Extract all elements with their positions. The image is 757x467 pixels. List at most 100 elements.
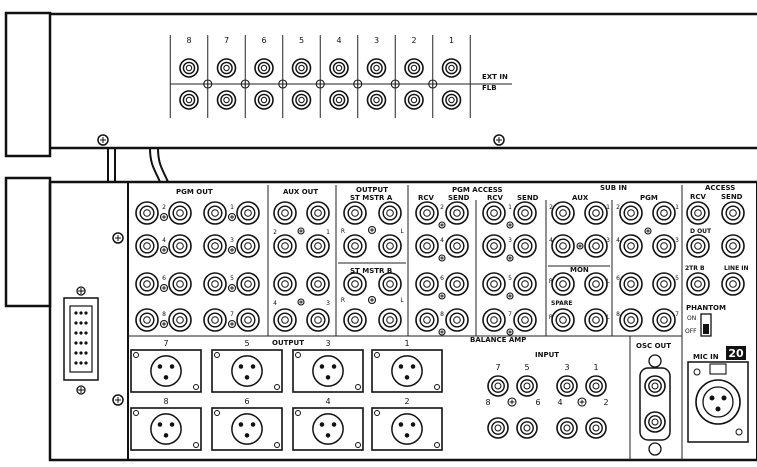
d-out-jack[interactable] — [686, 234, 710, 258]
xlr-output-connector[interactable] — [211, 349, 283, 393]
pgm-access-jack[interactable] — [415, 308, 439, 332]
input-jack[interactable] — [516, 375, 538, 397]
input-jack[interactable] — [556, 375, 578, 397]
pgm-out-jack[interactable] — [135, 201, 159, 225]
aux-out-jack[interactable] — [273, 234, 297, 258]
aux-out-jack[interactable] — [306, 234, 330, 258]
aux-out-jack[interactable] — [273, 308, 297, 332]
sub-in-aux-jack[interactable] — [551, 201, 575, 225]
st-mstr-jack[interactable] — [343, 234, 367, 258]
input-jack[interactable] — [516, 417, 538, 439]
pgm-access-jack[interactable] — [513, 308, 537, 332]
flb-jack[interactable] — [254, 90, 274, 110]
pgm-access-jack[interactable] — [482, 234, 506, 258]
spare-jack[interactable] — [584, 308, 608, 332]
input-jack[interactable] — [585, 417, 607, 439]
ext-in-jack[interactable] — [404, 58, 424, 78]
flb-jack[interactable] — [216, 90, 237, 110]
spare-jack[interactable] — [551, 308, 575, 332]
sub-in-aux-jack[interactable] — [584, 201, 608, 225]
sub-in-pgm-jack[interactable] — [619, 308, 643, 332]
pgm-access-jack[interactable] — [513, 234, 537, 258]
flb-jack[interactable] — [329, 90, 349, 110]
pgm-out-jack[interactable] — [203, 234, 227, 258]
pgm-out-jack[interactable] — [203, 308, 227, 332]
input-jack[interactable] — [556, 417, 578, 439]
sub-in-pgm-jack[interactable] — [619, 201, 643, 225]
aux-out-jack[interactable] — [306, 308, 330, 332]
phantom-switch[interactable] — [700, 313, 712, 337]
access-send-jack[interactable] — [721, 201, 745, 225]
mon-jack[interactable] — [584, 272, 608, 296]
pgm-access-jack[interactable] — [482, 201, 506, 225]
aux-out-jack[interactable] — [306, 201, 330, 225]
ext-in-jack[interactable] — [366, 58, 387, 78]
pgm-out-jack[interactable] — [236, 308, 260, 332]
flb-jack[interactable] — [404, 90, 424, 110]
pgm-out-jack[interactable] — [236, 272, 260, 296]
input-jack[interactable] — [487, 417, 509, 439]
sub-in-pgm-jack[interactable] — [652, 201, 676, 225]
xlr-output-connector[interactable] — [130, 349, 202, 393]
input-jack[interactable] — [487, 375, 509, 397]
flb-jack[interactable] — [179, 90, 199, 110]
sub-in-aux-jack[interactable] — [551, 234, 575, 258]
ext-in-jack[interactable] — [291, 58, 312, 78]
pgm-access-jack[interactable] — [513, 272, 537, 296]
mon-jack[interactable] — [551, 272, 575, 296]
pgm-access-jack[interactable] — [445, 234, 469, 258]
flb-jack[interactable] — [441, 90, 462, 110]
sub-in-pgm-jack[interactable] — [619, 272, 643, 296]
sub-in-aux-jack[interactable] — [584, 234, 608, 258]
xlr-output-connector[interactable] — [292, 407, 364, 451]
xlr-output-connector[interactable] — [211, 407, 283, 451]
sub-in-pgm-jack[interactable] — [652, 308, 676, 332]
pgm-access-jack[interactable] — [513, 201, 537, 225]
ext-in-jack[interactable] — [329, 58, 349, 78]
sub-in-pgm-jack[interactable] — [652, 234, 676, 258]
pgm-out-jack[interactable] — [203, 272, 227, 296]
xlr-output-connector[interactable] — [371, 407, 443, 451]
sub-in-pgm-jack[interactable] — [652, 272, 676, 296]
aux-out-jack[interactable] — [273, 272, 297, 296]
st-mstr-jack[interactable] — [378, 308, 402, 332]
st-mstr-jack[interactable] — [343, 308, 367, 332]
pgm-out-jack[interactable] — [236, 234, 260, 258]
flb-jack[interactable] — [366, 90, 387, 110]
access-rcv-jack[interactable] — [686, 201, 710, 225]
pgm-out-jack[interactable] — [168, 272, 192, 296]
pgm-access-jack[interactable] — [415, 272, 439, 296]
pgm-out-jack[interactable] — [135, 308, 159, 332]
xlr-output-connector[interactable] — [371, 349, 443, 393]
pgm-out-jack[interactable] — [135, 272, 159, 296]
st-mstr-jack[interactable] — [343, 272, 367, 296]
pgm-access-jack[interactable] — [415, 234, 439, 258]
st-mstr-jack[interactable] — [378, 272, 402, 296]
pgm-out-jack[interactable] — [168, 234, 192, 258]
ext-in-jack[interactable] — [216, 58, 237, 78]
access-jack[interactable] — [721, 234, 745, 258]
st-mstr-jack[interactable] — [378, 234, 402, 258]
ext-in-jack[interactable] — [441, 58, 462, 78]
pgm-out-jack[interactable] — [168, 201, 192, 225]
ext-in-jack[interactable] — [254, 58, 274, 78]
mic-in-xlr-connector[interactable] — [693, 363, 743, 436]
pgm-access-jack[interactable] — [445, 308, 469, 332]
aux-out-jack[interactable] — [306, 272, 330, 296]
aux-out-jack[interactable] — [273, 201, 297, 225]
st-mstr-jack[interactable] — [343, 201, 367, 225]
pgm-out-jack[interactable] — [203, 201, 227, 225]
pgm-out-jack[interactable] — [236, 201, 260, 225]
line-in-jack[interactable] — [721, 272, 745, 296]
ext-in-jack[interactable] — [179, 58, 199, 78]
pgm-out-jack[interactable] — [168, 308, 192, 332]
st-mstr-jack[interactable] — [378, 201, 402, 225]
flb-jack[interactable] — [291, 90, 312, 110]
2tr-b-jack[interactable] — [686, 272, 710, 296]
pgm-access-jack[interactable] — [445, 272, 469, 296]
pgm-access-jack[interactable] — [415, 201, 439, 225]
sub-in-pgm-jack[interactable] — [619, 234, 643, 258]
xlr-output-connector[interactable] — [130, 407, 202, 451]
pgm-out-jack[interactable] — [135, 234, 159, 258]
xlr-output-connector[interactable] — [292, 349, 364, 393]
